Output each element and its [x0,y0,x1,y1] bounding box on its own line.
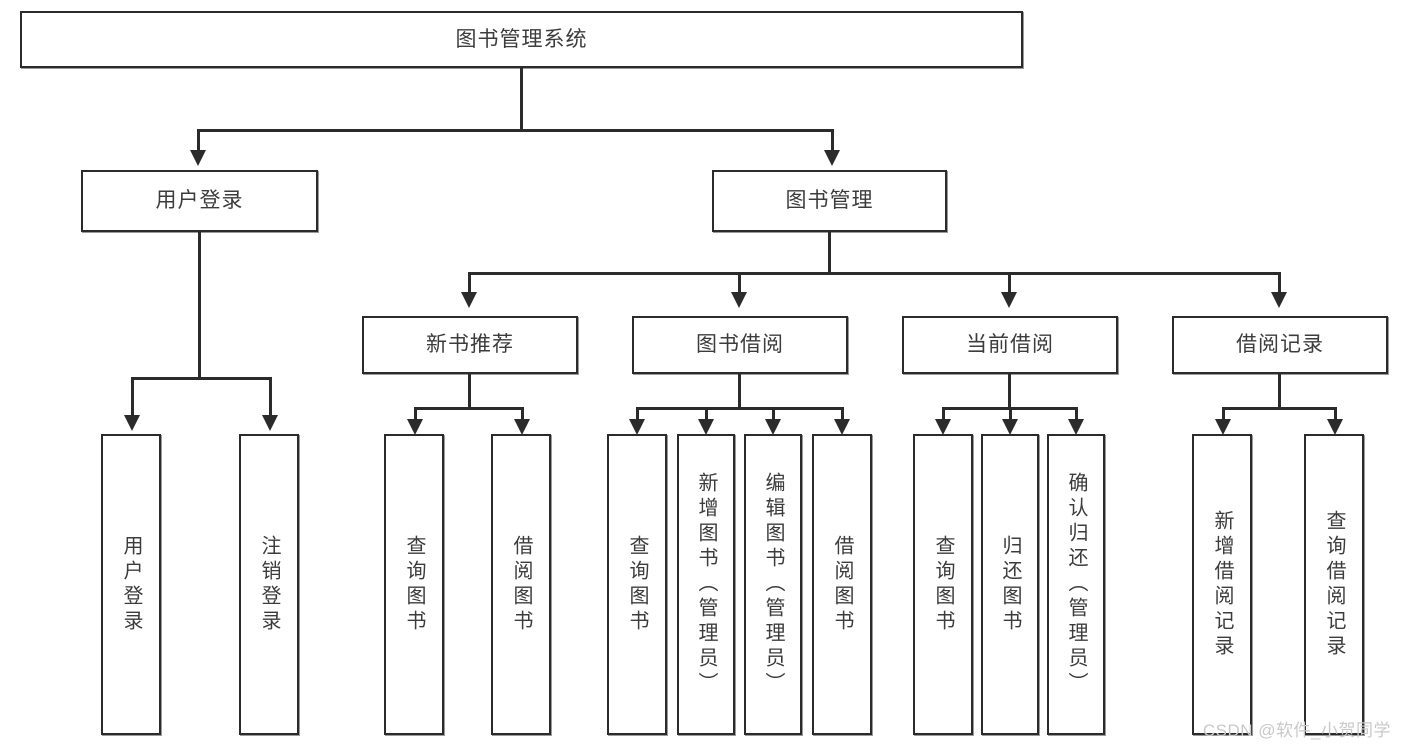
leaf-query-book-current[interactable]: 查询图书 [913,434,973,735]
node-label: 查询图书 [932,534,954,635]
arrow-borrowrecord-to-leaf1 [1215,419,1231,435]
connector-currentborrow-to-leaf3 [1075,407,1078,421]
node-label: 当前借阅 [966,333,1054,357]
leaf-query-book-borrow[interactable]: 查询图书 [607,434,667,735]
node-label: 新书推荐 [426,333,514,357]
node-label: 图书借阅 [696,333,784,357]
connector-root-to-bookmgmt [831,129,834,152]
node-root[interactable]: 图书管理系统 [20,11,1023,68]
node-label: 借阅图书 [510,534,532,635]
connector-bookmgmt-stem [828,232,831,274]
connector-bookborrow-stem [738,374,741,410]
node-book-borrow[interactable]: 图书借阅 [632,316,848,374]
arrow-bookmgmt-to-l3-3 [1001,292,1017,308]
connector-bookborrow-to-leaf2 [705,407,708,421]
node-label: 查询图书 [403,534,425,635]
leaf-logout[interactable]: 注销登录 [239,434,299,735]
node-label: 用户登录 [155,189,244,213]
node-label: 图书管理系统 [455,27,588,51]
connector-bookmgmt-bar [468,272,1280,275]
node-label: 新增图书（管理员） [695,472,717,697]
leaf-borrow-book-recommend[interactable]: 借阅图书 [491,434,551,735]
leaf-edit-book-admin[interactable]: 编辑图书（管理员） [744,434,802,735]
arrow-borrowrecord-to-leaf2 [1327,419,1343,435]
node-label: 确认归还（管理员） [1065,472,1087,697]
connector-newbook-stem [468,374,471,410]
arrow-login-to-leaf1 [124,415,140,431]
leaf-query-borrow-record[interactable]: 查询借阅记录 [1304,434,1364,735]
connector-bookmgmt-to-l3-1 [468,272,471,294]
connector-borrowrecord-stem [1278,374,1281,410]
leaf-return-book[interactable]: 归还图书 [981,434,1039,735]
node-label: 用户登录 [120,534,142,635]
node-borrow-record[interactable]: 借阅记录 [1172,316,1388,374]
node-current-borrow[interactable]: 当前借阅 [902,316,1118,374]
arrow-bookmgmt-to-l3-2 [731,292,747,308]
connector-borrowrecord-to-leaf2 [1334,407,1337,421]
arrow-root-to-bookmgmt [824,150,840,166]
connector-currentborrow-to-leaf1 [942,407,945,421]
connector-bookborrow-bar [636,407,844,410]
connector-bookborrow-to-leaf4 [841,407,844,421]
leaf-query-book-recommend[interactable]: 查询图书 [384,434,444,735]
arrow-bookborrow-to-leaf4 [834,419,850,435]
connector-bookmgmt-to-l3-2 [738,272,741,294]
connector-newbook-to-leaf1 [414,407,417,421]
connector-bookmgmt-to-l3-3 [1008,272,1011,294]
leaf-user-login[interactable]: 用户登录 [101,434,161,735]
connector-login-to-leaf1 [131,377,134,417]
connector-bookborrow-to-leaf3 [772,407,775,421]
node-label: 编辑图书（管理员） [762,472,784,697]
connector-currentborrow-to-leaf2 [1009,407,1012,421]
node-label: 借阅记录 [1236,333,1324,357]
node-label: 归还图书 [999,534,1021,635]
node-label: 查询借阅记录 [1323,509,1345,660]
connector-login-to-leaf2 [269,377,272,417]
arrow-currentborrow-to-leaf2 [1002,419,1018,435]
arrow-root-to-login [190,150,206,166]
arrow-bookmgmt-to-l3-1 [461,292,477,308]
connector-login-bar [131,377,271,380]
node-label: 注销登录 [258,534,280,635]
connector-root-stem [520,68,523,131]
connector-borrowrecord-bar [1222,407,1337,410]
arrow-currentborrow-to-leaf3 [1068,419,1084,435]
arrow-currentborrow-to-leaf1 [935,419,951,435]
connector-login-stem [198,232,201,380]
arrow-bookmgmt-to-l3-4 [1271,292,1287,308]
arrow-login-to-leaf2 [262,415,278,431]
connector-borrowrecord-to-leaf1 [1222,407,1225,421]
node-label: 借阅图书 [831,534,853,635]
leaf-add-book-admin[interactable]: 新增图书（管理员） [677,434,735,735]
arrow-bookborrow-to-leaf3 [765,419,781,435]
node-book-management[interactable]: 图书管理 [712,170,947,232]
arrow-newbook-to-leaf1 [407,419,423,435]
node-label: 查询图书 [626,534,648,635]
connector-currentborrow-stem [1008,374,1011,410]
connector-bookmgmt-to-l3-4 [1278,272,1281,294]
arrow-newbook-to-leaf2 [514,419,530,435]
arrow-bookborrow-to-leaf1 [629,419,645,435]
node-user-login[interactable]: 用户登录 [81,170,318,232]
leaf-borrow-book[interactable]: 借阅图书 [812,434,872,735]
connector-root-to-login [197,129,200,152]
leaf-add-borrow-record[interactable]: 新增借阅记录 [1192,434,1252,735]
connector-newbook-bar [414,407,524,410]
node-label: 图书管理 [785,189,874,213]
watermark-text: CSDN @软件_小贺同学 [1202,721,1391,740]
node-new-book-recommend[interactable]: 新书推荐 [362,316,578,374]
node-label: 新增借阅记录 [1211,509,1233,660]
connector-newbook-to-leaf2 [521,407,524,421]
connector-root-bar [197,129,834,132]
arrow-bookborrow-to-leaf2 [698,419,714,435]
connector-bookborrow-to-leaf1 [636,407,639,421]
leaf-confirm-return-admin[interactable]: 确认归还（管理员） [1047,434,1105,735]
